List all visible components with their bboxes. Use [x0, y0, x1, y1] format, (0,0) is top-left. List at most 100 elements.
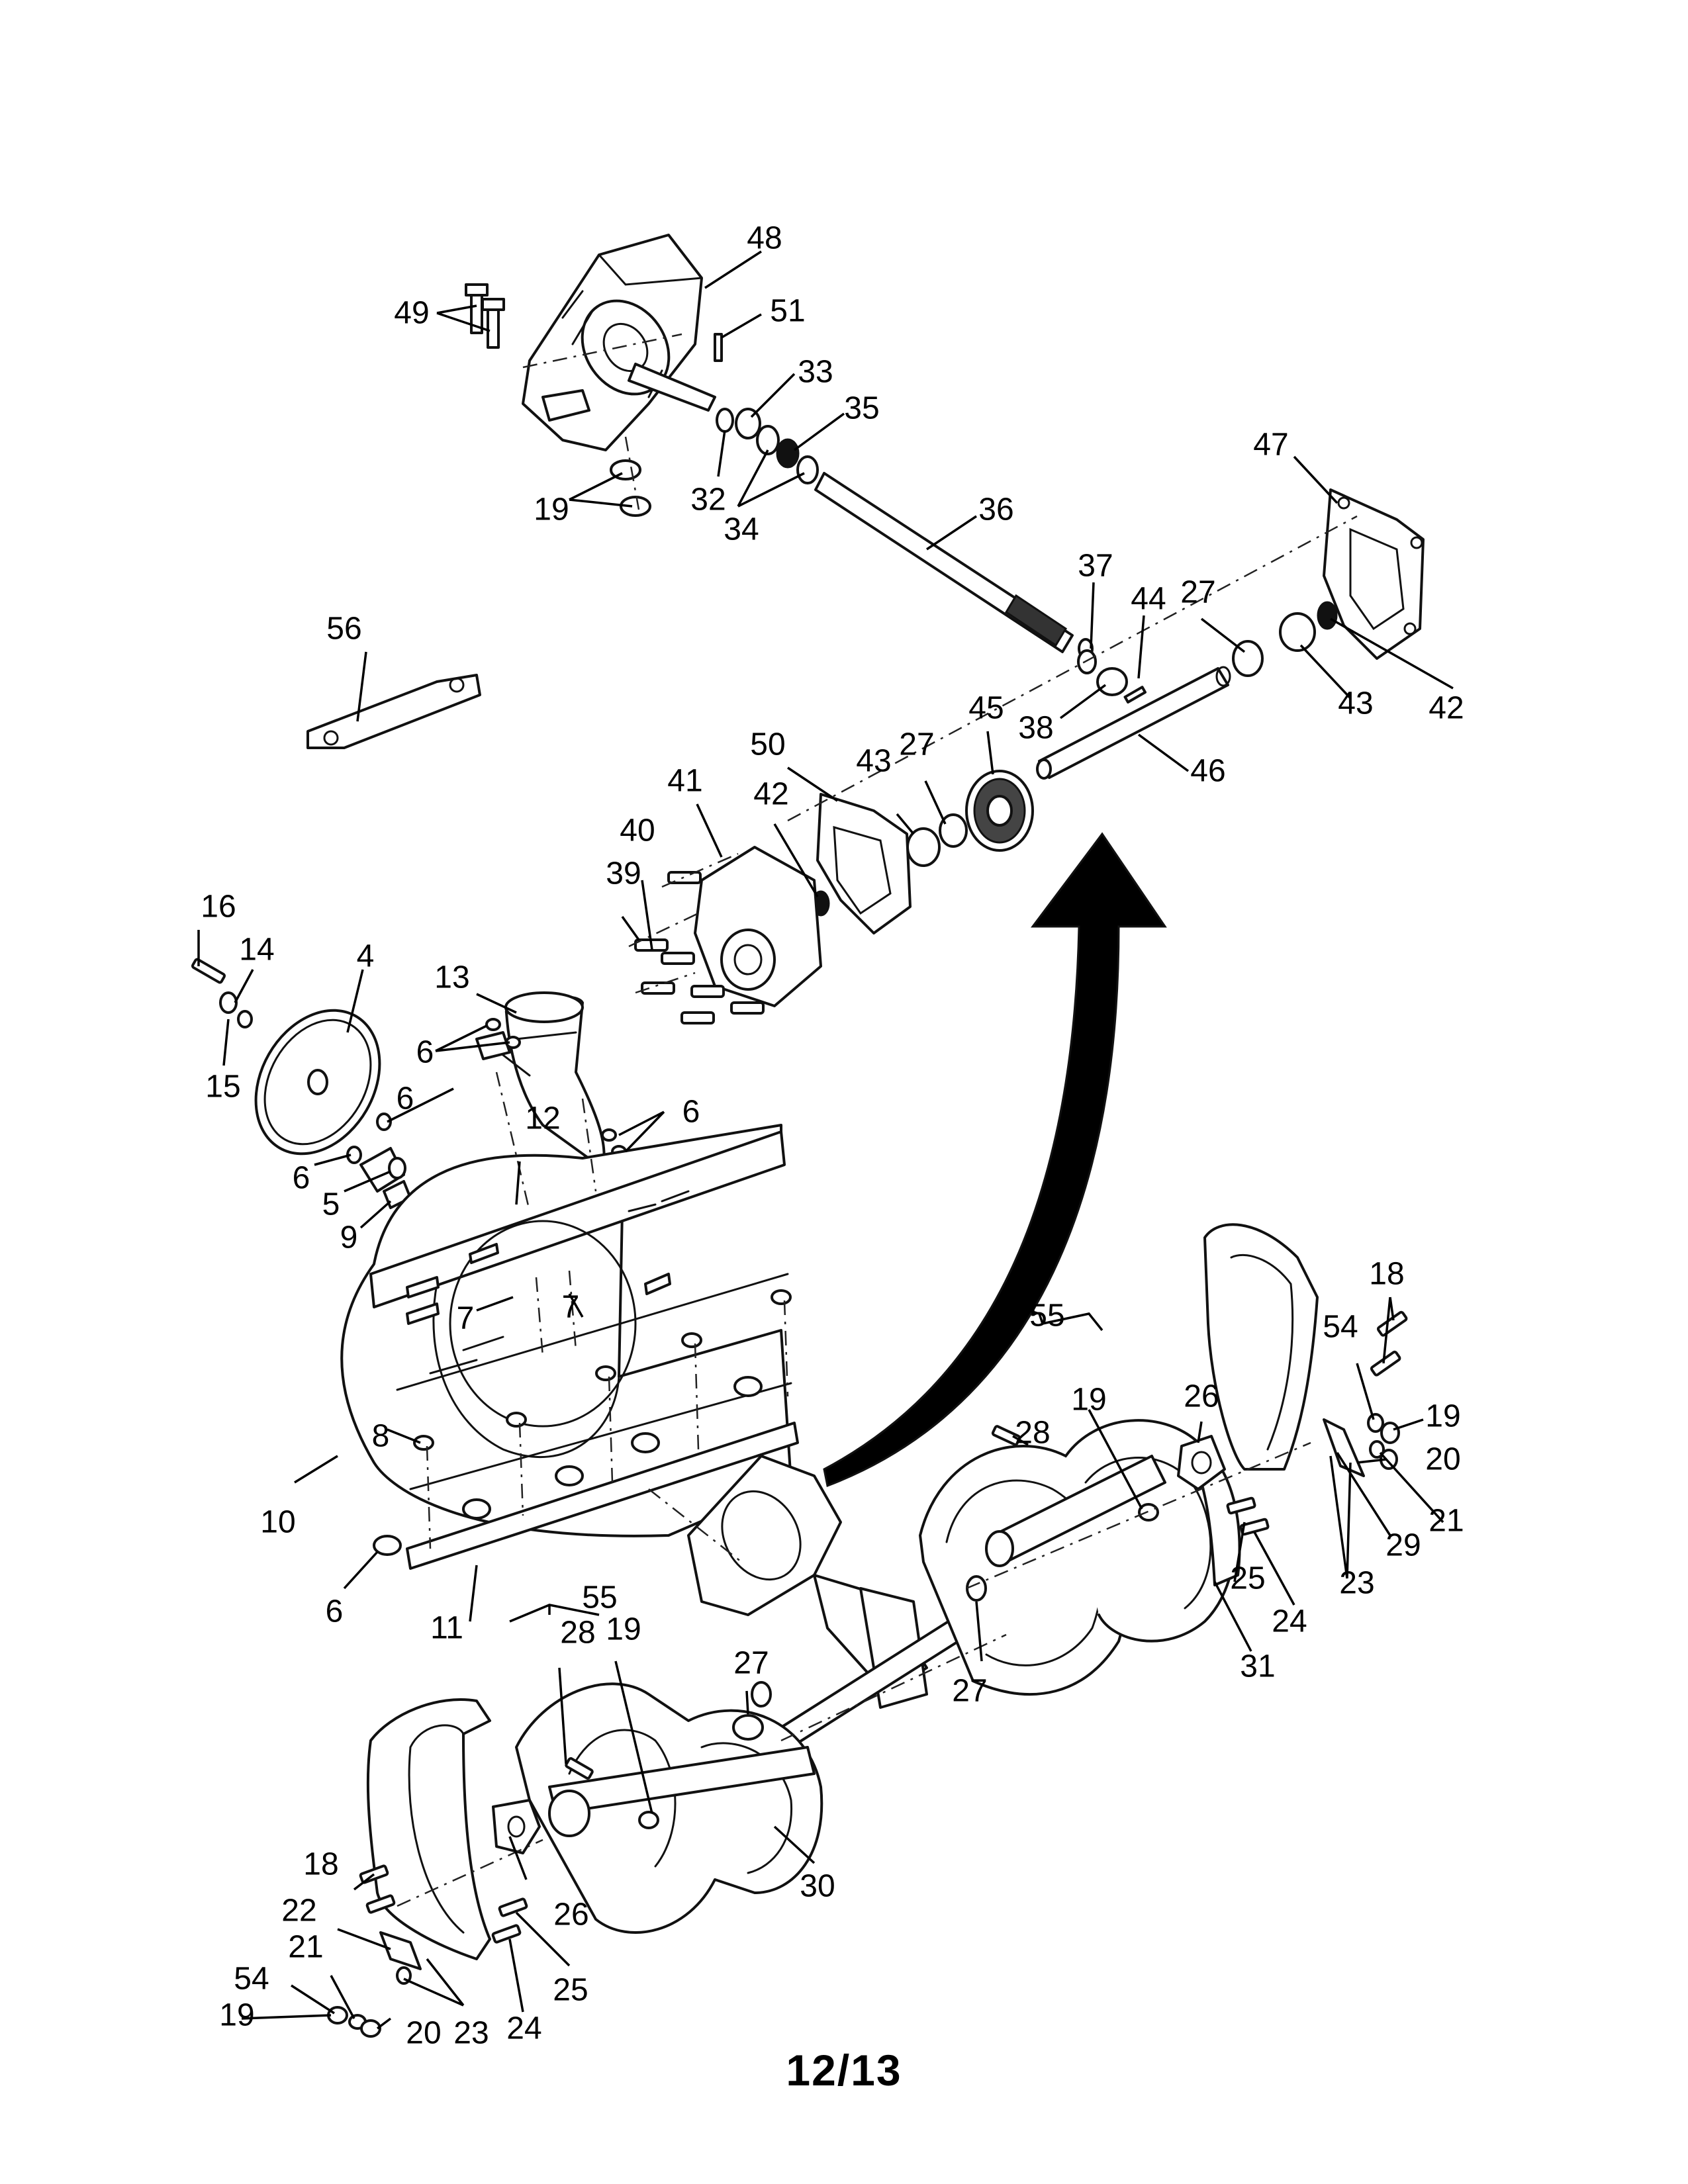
label-55-left: 55: [582, 1580, 617, 1615]
gearbox-housing-top: [522, 234, 716, 451]
nut: [1138, 1503, 1159, 1522]
label-55-right: 55: [1029, 1298, 1064, 1334]
support-bar: [306, 674, 481, 749]
label-6-bottom: 6: [326, 1594, 344, 1629]
label-26-right: 26: [1184, 1379, 1219, 1414]
shaft-washers: [716, 408, 819, 484]
label-9: 9: [340, 1220, 358, 1255]
bolt: [991, 1425, 1021, 1446]
label-30: 30: [800, 1869, 835, 1904]
washer: [939, 813, 968, 848]
label-26-left: 26: [553, 1897, 588, 1933]
label-34: 34: [724, 512, 759, 547]
auger-housing: [340, 1124, 792, 1537]
label-36: 36: [978, 492, 1013, 527]
label-27-right: 27: [952, 1674, 987, 1709]
label-43-left: 43: [856, 744, 891, 779]
label-25-right: 25: [1230, 1561, 1265, 1596]
label-31: 31: [1240, 1649, 1275, 1684]
part-labels: 48 49 51 33 35 32 34 19 36 47 37 44 27 4…: [201, 221, 1464, 2051]
page-number: 12/13: [786, 2046, 902, 2095]
bearing-flange: [492, 1799, 541, 1854]
gearbox-cover: [1323, 488, 1425, 660]
side-plate-right: [1203, 1223, 1319, 1471]
label-15: 15: [205, 1069, 240, 1105]
washer: [966, 1575, 987, 1602]
label-29: 29: [1385, 1528, 1421, 1563]
nuts-top: [610, 459, 651, 517]
label-19-impeller-right: 19: [1071, 1383, 1106, 1418]
label-22: 22: [281, 1893, 316, 1929]
label-49: 49: [394, 296, 429, 331]
label-32: 32: [690, 482, 726, 518]
gearbox-half-housing: [694, 846, 822, 1007]
label-43-right: 43: [1338, 686, 1373, 721]
label-18-right: 18: [1369, 1257, 1404, 1292]
label-13: 13: [434, 960, 469, 995]
label-27-mid: 27: [899, 727, 934, 762]
label-28-right: 28: [1015, 1416, 1050, 1451]
label-46: 46: [1190, 754, 1225, 789]
impeller-axle: [1036, 666, 1231, 780]
label-19-left: 19: [219, 1998, 254, 2033]
label-7-right: 7: [562, 1290, 580, 1325]
oring: [1317, 601, 1338, 630]
screw: [601, 1128, 617, 1142]
screw: [485, 1018, 501, 1031]
bearing-flange: [1177, 1435, 1226, 1490]
label-28-left: 28: [560, 1615, 595, 1651]
hex-nuts-bottom: [373, 1376, 763, 1556]
label-35: 35: [844, 391, 879, 426]
impeller-left: [515, 1681, 823, 1934]
label-10: 10: [260, 1505, 295, 1540]
label-23-right: 23: [1339, 1566, 1374, 1601]
washer: [1077, 649, 1097, 674]
bushing: [1096, 667, 1128, 696]
label-37: 37: [1078, 549, 1113, 584]
label-8: 8: [372, 1419, 390, 1454]
label-20-right: 20: [1425, 1442, 1460, 1477]
housing-bolts: [465, 283, 505, 349]
worm-shaft: [814, 472, 1094, 659]
label-18-left: 18: [303, 1847, 338, 1882]
label-6-pulley: 6: [397, 1081, 414, 1116]
label-24-left: 24: [506, 2011, 541, 2046]
label-54-right: 54: [1323, 1310, 1358, 1345]
label-7-left: 7: [457, 1301, 475, 1336]
label-45: 45: [968, 691, 1004, 726]
gear: [965, 770, 1034, 852]
washer: [732, 1714, 764, 1741]
label-50: 50: [750, 727, 785, 762]
bolt: [565, 1757, 594, 1780]
label-54-left: 54: [234, 1962, 269, 1997]
assembly-arrow: [823, 832, 1167, 1488]
label-44: 44: [1131, 582, 1166, 617]
label-19-impeller-left: 19: [606, 1612, 641, 1647]
label-23-left: 23: [453, 2016, 489, 2051]
label-6-chute-left: 6: [416, 1035, 434, 1070]
leader-lines: [197, 250, 1454, 2030]
label-33: 33: [798, 355, 833, 390]
label-4: 4: [357, 939, 375, 974]
label-27-left: 27: [733, 1646, 769, 1681]
scraper-bar: [406, 1422, 799, 1570]
gearbox-assembly: [687, 1455, 991, 1749]
label-56: 56: [326, 612, 361, 647]
label-14: 14: [239, 933, 274, 968]
side-plate-left: [366, 1698, 491, 1960]
label-47: 47: [1253, 428, 1288, 463]
label-12: 12: [525, 1101, 560, 1136]
label-42-right: 42: [1429, 691, 1464, 726]
label-20-left: 20: [406, 2016, 441, 2051]
label-5: 5: [322, 1187, 340, 1222]
label-48: 48: [747, 221, 782, 256]
key: [1123, 686, 1147, 704]
carriage-bolts: [413, 1289, 792, 1451]
label-16: 16: [201, 889, 236, 925]
label-6-chute-right: 6: [682, 1095, 700, 1130]
label-19-right: 19: [1425, 1399, 1460, 1434]
housing-screws: [634, 871, 765, 1024]
label-24-right: 24: [1272, 1604, 1307, 1639]
